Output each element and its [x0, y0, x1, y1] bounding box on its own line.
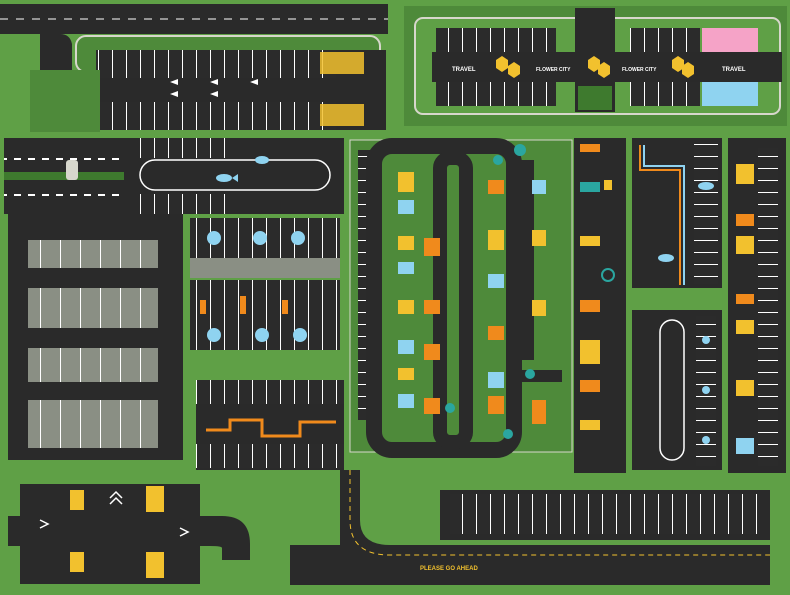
central-loop-lot	[349, 138, 573, 458]
peacock-feather-icon	[702, 336, 710, 444]
arrow-icon	[170, 79, 258, 97]
travel-lot: TRAVEL FLOWER CITY FLOWER CITY TRAVEL	[402, 4, 789, 128]
hexagon-decoration	[496, 56, 694, 78]
peacock-lots	[190, 218, 340, 350]
far-right-lot	[728, 138, 786, 473]
right-striped-lot	[574, 138, 626, 473]
please-go-ahead-label: PLEASE GO AHEAD	[420, 566, 478, 572]
orange-ramp-lot	[196, 380, 344, 470]
car-icon	[66, 160, 78, 180]
arrow-road	[8, 484, 250, 584]
gray-parking-area	[8, 214, 183, 460]
travel-label-left: TRAVEL	[452, 67, 476, 73]
peacock-feather-icon	[207, 231, 305, 245]
tree-icon	[445, 144, 535, 439]
travel-label-right: TRAVEL	[722, 67, 746, 73]
fish-icon	[658, 182, 714, 262]
peacock-feather-icon	[207, 328, 307, 342]
entrance-road	[4, 138, 344, 214]
top-left-lot	[0, 4, 388, 132]
flower-city-label-1: FLOWER CITY	[536, 67, 571, 73]
bottom-curved-road: PLEASE GO AHEAD	[290, 470, 770, 585]
flower-city-label-2: FLOWER CITY	[622, 67, 657, 73]
fish-icon	[216, 156, 269, 182]
colored-stalls	[398, 172, 546, 424]
right-middle-lot	[632, 138, 722, 470]
arrow-icon	[39, 490, 190, 537]
